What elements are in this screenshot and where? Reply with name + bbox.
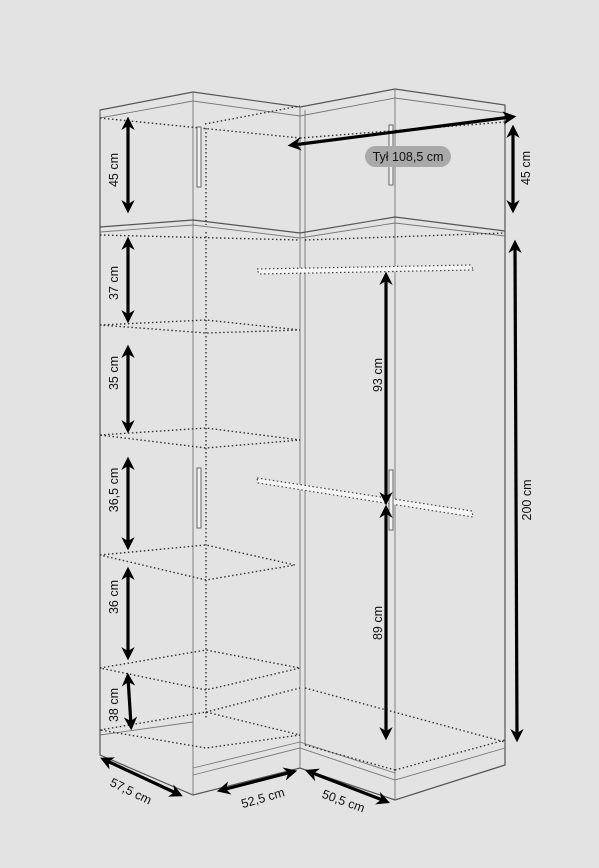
back-width-label: Tył 108,5 cm xyxy=(373,150,444,164)
arrow-depth-left xyxy=(100,757,183,797)
carcass-outline xyxy=(99,88,506,801)
arrow-back-width xyxy=(287,111,517,151)
shelf-2-label: 35 cm xyxy=(107,356,121,390)
width-front-left-label: 52,5 cm xyxy=(240,785,287,811)
shelf-4-label: 36 cm xyxy=(107,580,121,614)
arrow-shelf-5 xyxy=(121,672,138,731)
arrow-width-front-right xyxy=(304,768,391,805)
hanging-rails xyxy=(256,264,476,518)
shelf-5-label: 38 cm xyxy=(107,688,121,722)
rail-lower xyxy=(256,477,474,518)
rail-upper xyxy=(256,264,476,275)
rail-lower-label: 89 cm xyxy=(371,606,385,640)
rail-upper-label: 93 cm xyxy=(371,358,385,392)
door-handles xyxy=(196,124,394,531)
total-height-label: 200 cm xyxy=(520,480,534,521)
dimension-labels: 45 cm 45 cm 37 cm 35 cm 36,5 cm 36 cm 38… xyxy=(107,151,534,815)
top-height-left-label: 45 cm xyxy=(107,153,121,187)
handle-right xyxy=(388,469,394,531)
interior-dotted-lines xyxy=(99,105,506,771)
shelf-3-label: 36,5 cm xyxy=(107,468,121,512)
back-width-pill: Tył 108,5 cm xyxy=(365,146,451,167)
top-height-right-label: 45 cm xyxy=(519,151,533,185)
handle-top-left xyxy=(196,126,202,188)
handle-left xyxy=(196,467,202,529)
dimension-arrows xyxy=(100,111,524,805)
arrow-total-height xyxy=(508,239,524,743)
shelf-1-label: 37 cm xyxy=(107,266,121,300)
arrow-width-front-left xyxy=(216,767,298,795)
